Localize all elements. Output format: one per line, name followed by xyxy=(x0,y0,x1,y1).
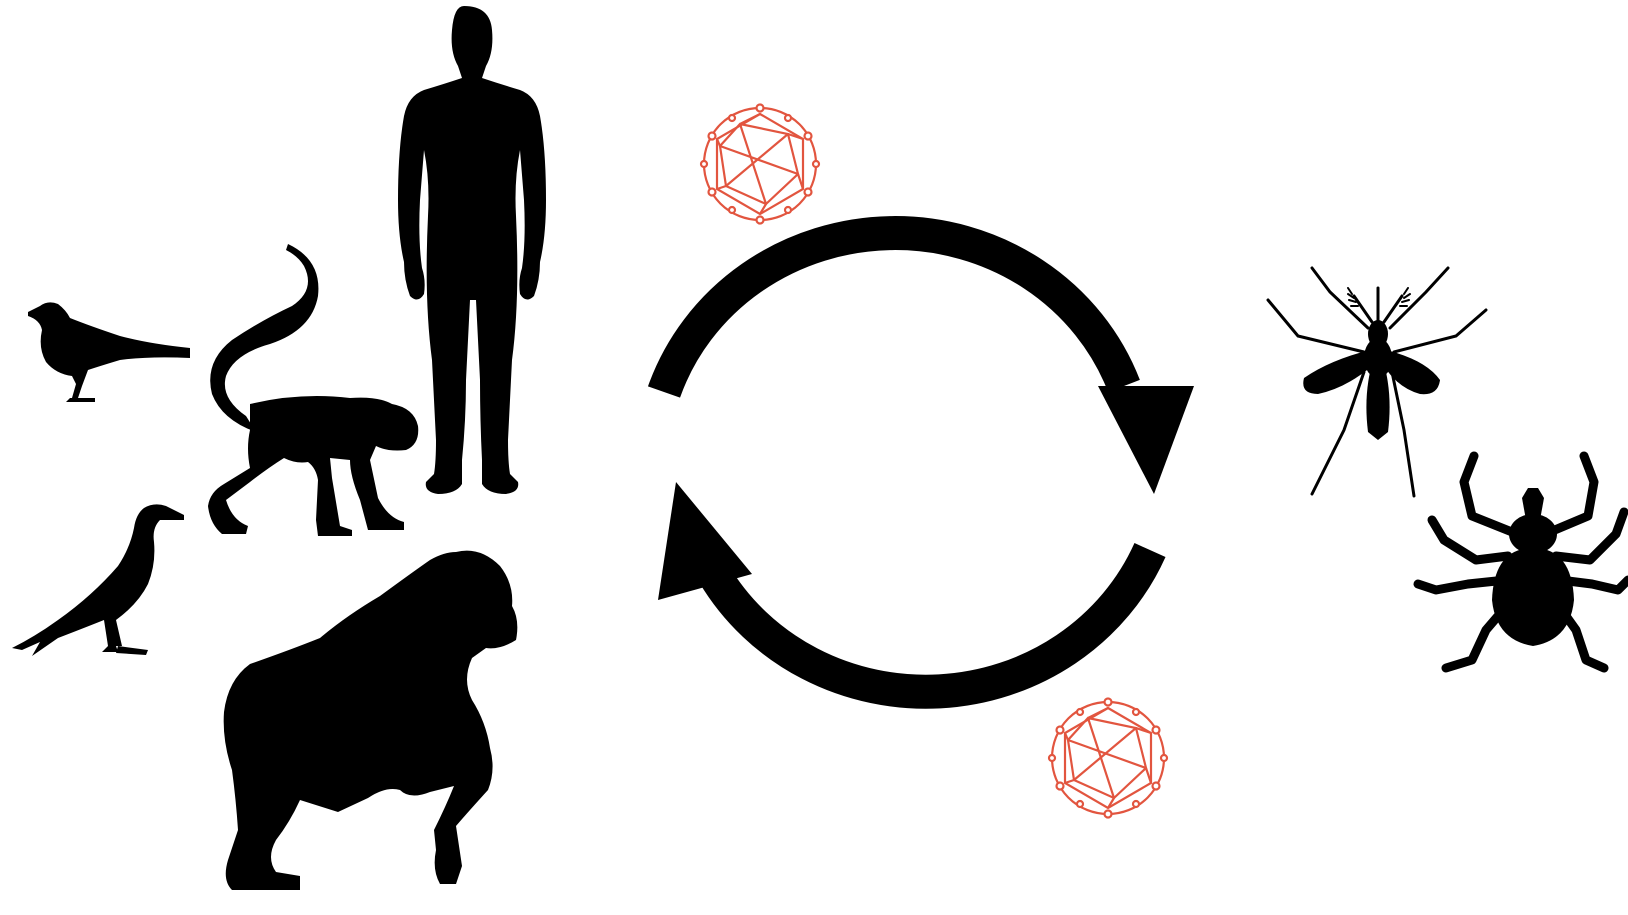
human-icon xyxy=(398,6,546,494)
virus-bottom-icon xyxy=(1049,699,1167,818)
arrowhead-right-icon xyxy=(1098,386,1194,494)
tick-icon xyxy=(1418,456,1628,668)
gorilla-icon xyxy=(224,551,518,890)
arrow-hosts-to-vectors xyxy=(664,233,1124,392)
arrow-vectors-to-hosts xyxy=(714,550,1150,692)
virus-top-icon xyxy=(701,105,819,224)
crow-icon xyxy=(12,504,184,656)
cycle-arrows xyxy=(658,233,1194,692)
bird-icon xyxy=(28,302,190,402)
mosquito-icon xyxy=(1268,268,1486,496)
monkey-icon xyxy=(208,244,418,536)
